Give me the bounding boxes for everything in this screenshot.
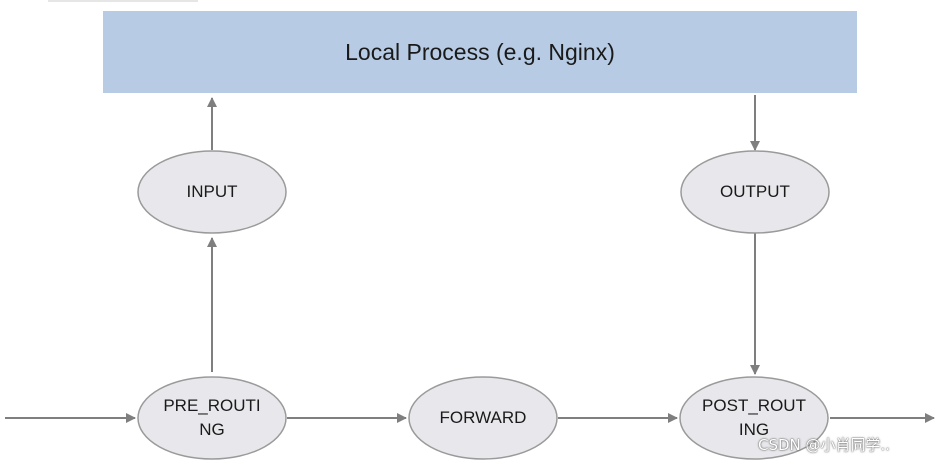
forward-node-shape [408, 376, 558, 460]
post-routing-node-shape [679, 376, 829, 460]
top-decoration-strip [48, 0, 198, 2]
pre-routing-node-shape [137, 376, 287, 460]
output-node-shape [680, 150, 830, 234]
local-process-label: Local Process (e.g. Nginx) [345, 38, 615, 65]
input-node-shape [137, 150, 287, 234]
local-process-box: Local Process (e.g. Nginx) [103, 11, 857, 93]
csdn-watermark: CSDN @小肖同学.. [758, 436, 891, 454]
